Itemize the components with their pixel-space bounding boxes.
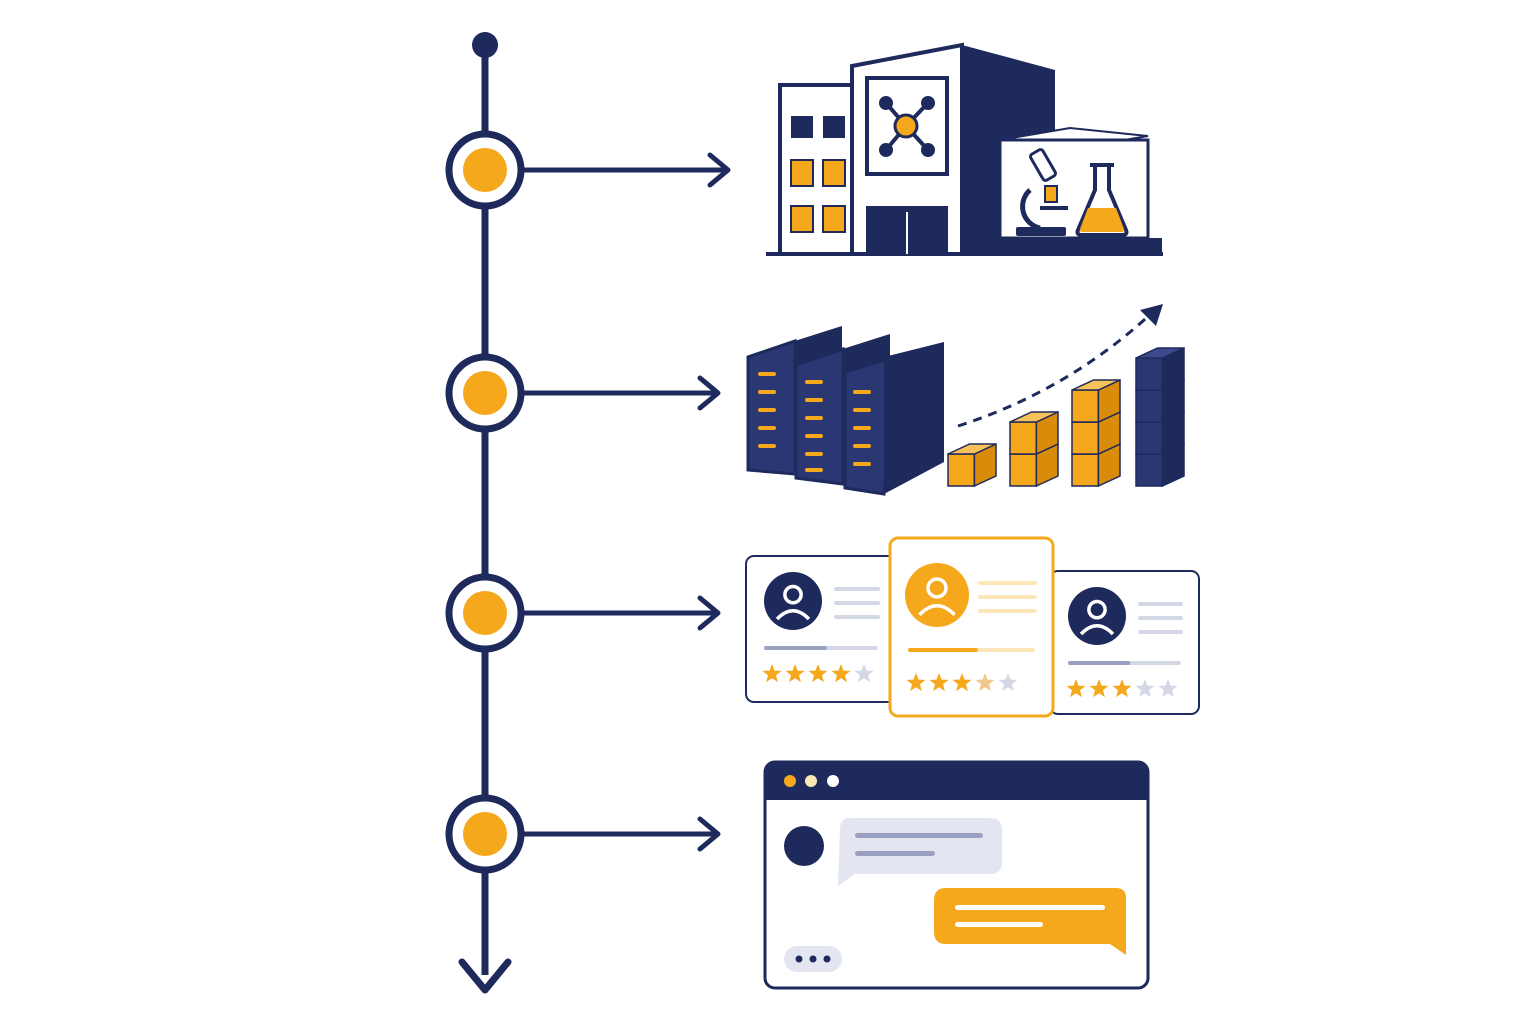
star-icon bbox=[929, 673, 949, 692]
profile-text-line bbox=[978, 581, 1037, 585]
profile-text-line bbox=[1138, 616, 1183, 620]
growth-bar-cube bbox=[947, 442, 997, 488]
growth-bar bbox=[1135, 346, 1185, 488]
star-icon bbox=[785, 664, 805, 683]
star-icon bbox=[975, 673, 995, 692]
timeline-start-dot bbox=[472, 32, 498, 58]
trend-line bbox=[957, 308, 1157, 428]
window-dot-icon bbox=[805, 775, 817, 787]
profile-text-line bbox=[1138, 602, 1183, 606]
star-icon bbox=[808, 664, 828, 683]
chat-message-right bbox=[934, 888, 1126, 955]
avatar-icon bbox=[905, 563, 969, 627]
rated-profile-cards-icon bbox=[745, 536, 1200, 718]
star-icon bbox=[1089, 679, 1109, 698]
arrow-right-icon bbox=[697, 375, 721, 411]
growth-bar bbox=[947, 442, 997, 488]
research-lab-building-icon bbox=[766, 42, 1163, 256]
trend-arrow-icon bbox=[1140, 304, 1163, 326]
arrow-right-icon bbox=[697, 816, 721, 852]
avatar-icon bbox=[764, 572, 822, 630]
progress-fill bbox=[1068, 661, 1131, 665]
profile-text-line bbox=[1138, 630, 1183, 634]
timeline-node-4 bbox=[445, 794, 721, 874]
window-dot-icon bbox=[784, 775, 796, 787]
flask-icon bbox=[1075, 163, 1129, 237]
growth-bar-cube bbox=[1135, 346, 1185, 392]
profile-text-line bbox=[834, 587, 880, 591]
chat-avatar bbox=[784, 826, 824, 866]
profile-text-line bbox=[834, 615, 880, 619]
profile-text-line bbox=[978, 609, 1037, 613]
growth-bar-cube bbox=[1071, 378, 1121, 424]
profile-card bbox=[1049, 570, 1200, 715]
server-rack-icon bbox=[843, 342, 944, 496]
star-icon bbox=[831, 664, 851, 683]
timeline-node-3 bbox=[445, 573, 721, 653]
timeline-end-arrow-icon bbox=[458, 958, 512, 994]
servers-growth-icon bbox=[746, 304, 1185, 496]
typing-indicator bbox=[784, 946, 842, 972]
profile-card bbox=[745, 555, 897, 703]
chat-window-icon bbox=[763, 760, 1150, 990]
growth-bar bbox=[1071, 378, 1121, 488]
star-icon bbox=[854, 664, 874, 683]
star-icon bbox=[762, 664, 782, 683]
progress-fill bbox=[764, 646, 827, 650]
star-icon bbox=[1112, 679, 1132, 698]
profile-text-line bbox=[978, 595, 1037, 599]
star-icon bbox=[952, 673, 972, 692]
window-dot-icon bbox=[827, 775, 839, 787]
star-icon bbox=[906, 673, 926, 692]
growth-bar bbox=[1009, 410, 1059, 488]
chat-message-left bbox=[838, 818, 1002, 886]
star-icon bbox=[998, 673, 1018, 692]
arrow-right-icon bbox=[697, 595, 721, 631]
arrow-right-icon bbox=[707, 152, 731, 188]
growth-bar-cube bbox=[1009, 410, 1059, 456]
profile-text-line bbox=[834, 601, 880, 605]
chat-window-titlebar bbox=[765, 762, 1148, 800]
timeline-node-2 bbox=[445, 353, 721, 433]
star-icon bbox=[1135, 679, 1155, 698]
profile-card bbox=[888, 536, 1055, 718]
timeline-node-1 bbox=[445, 130, 731, 210]
star-icon bbox=[1158, 679, 1178, 698]
avatar-icon bbox=[1068, 587, 1126, 645]
star-icon bbox=[1066, 679, 1086, 698]
progress-fill bbox=[908, 648, 978, 652]
growth-bars bbox=[947, 346, 1185, 488]
microscope-icon bbox=[1016, 148, 1068, 236]
